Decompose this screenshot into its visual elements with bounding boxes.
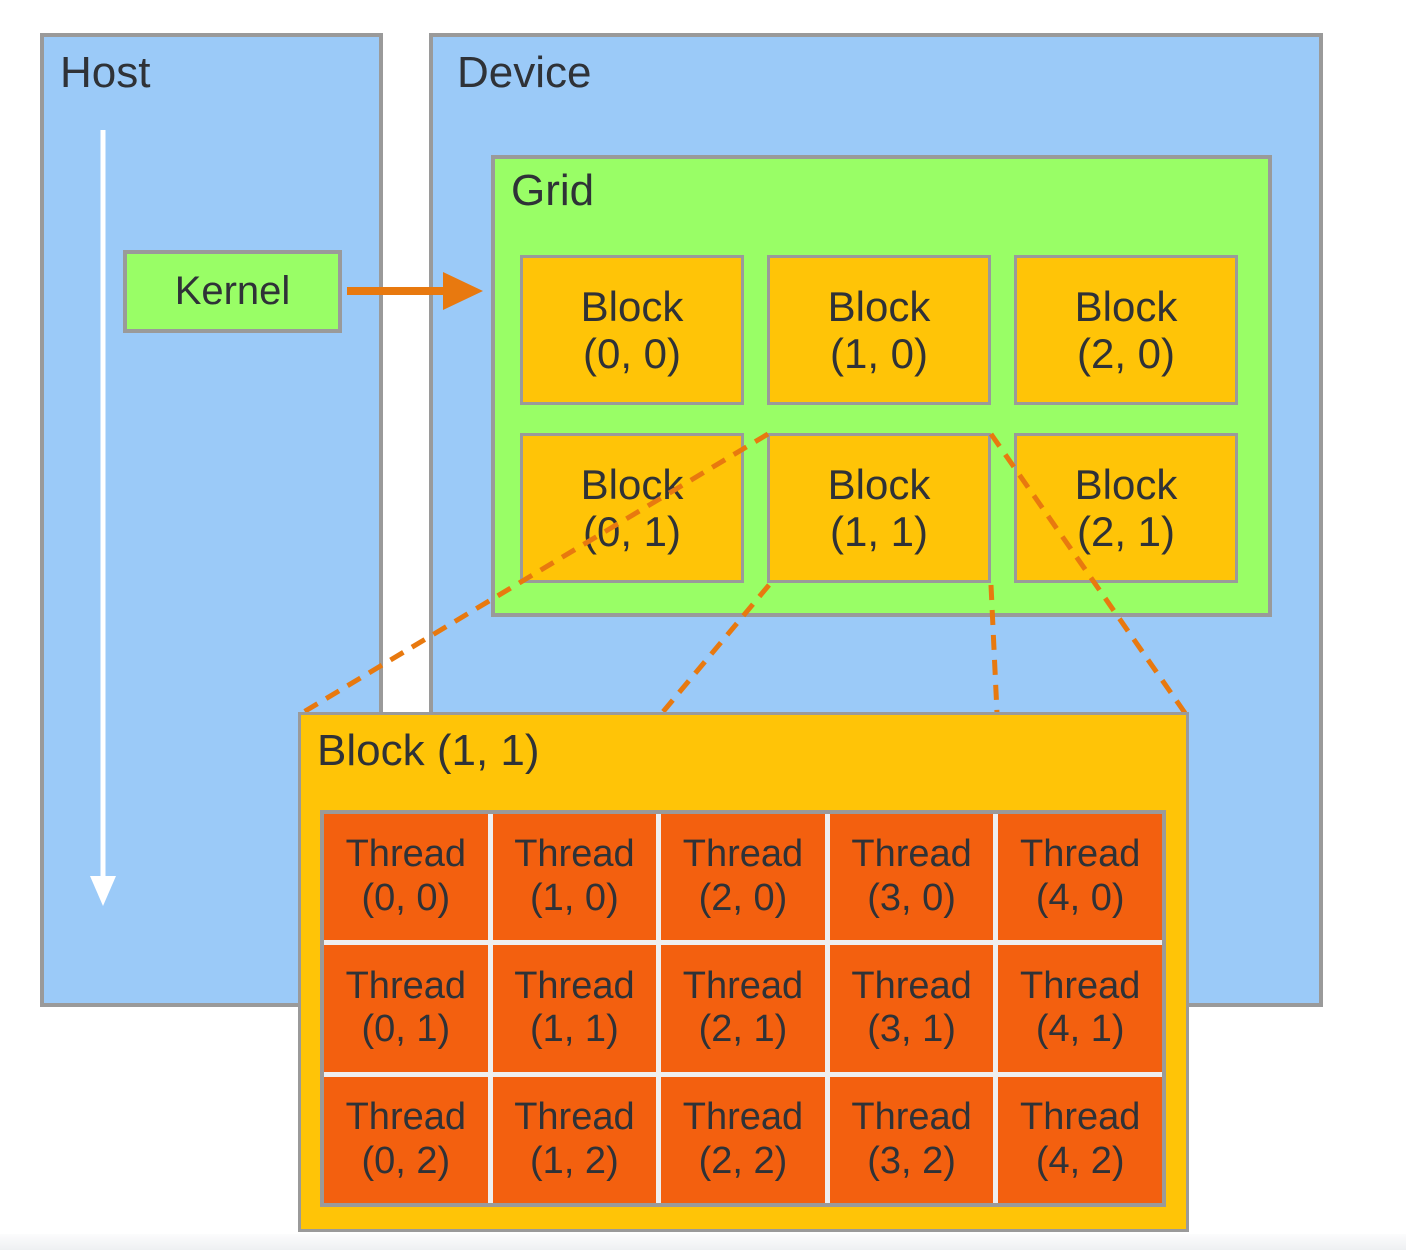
thread-cell-label: Thread [682,1096,804,1139]
thread-grid: Thread(0, 0)Thread(1, 0)Thread(2, 0)Thre… [320,810,1166,1207]
thread-cell-label: Thread [682,964,804,1007]
grid-block-cell-coord: (0, 1) [582,508,682,555]
grid-block-cell-label: Block [827,282,931,330]
grid-block-cell-label: Block [1074,460,1178,508]
thread-cell-coord: (3, 0) [867,877,956,920]
thread-cell: Thread(3, 0) [829,814,994,941]
thread-cell-coord: (4, 1) [1035,1008,1125,1051]
grid-block-cell: Block(1, 1) [767,433,991,583]
thread-cell: Thread(4, 2) [998,1076,1162,1203]
kernel-box: Kernel [123,250,342,333]
thread-cell-label: Thread [1019,833,1141,876]
grid-block-cell-coord: (2, 1) [1076,508,1176,555]
grid-block-cell-label: Block [827,460,931,508]
thread-cell: Thread(3, 2) [829,1076,994,1203]
thread-cell: Thread(4, 0) [998,814,1162,941]
thread-cell-label: Thread [851,964,972,1007]
thread-cell-coord: (0, 1) [361,1008,451,1051]
page-bottom-strip [0,1234,1406,1250]
thread-cell-coord: (2, 1) [698,1008,788,1051]
grid-block-cell-label: Block [580,282,684,330]
thread-cell: Thread(0, 2) [324,1076,488,1203]
thread-cell-label: Thread [345,1096,466,1139]
thread-cell-label: Thread [851,833,972,876]
thread-cell-label: Thread [514,833,635,876]
grid-block-cell: Block(0, 1) [520,433,744,583]
device-label: Device [457,48,592,97]
thread-cell: Thread(2, 2) [661,1076,825,1203]
thread-cell-coord: (4, 0) [1035,877,1125,920]
thread-cell: Thread(1, 2) [492,1076,657,1203]
grid-box: Grid Block(0, 0)Block(1, 0)Block(2, 0)Bl… [491,155,1272,617]
thread-cell-label: Thread [514,964,635,1007]
thread-cell: Thread(0, 1) [324,945,488,1072]
thread-cell-coord: (3, 1) [867,1008,956,1051]
thread-cell-label: Thread [1019,964,1141,1007]
grid-block-cell-coord: (0, 0) [582,330,682,377]
host-label: Host [60,48,151,97]
grid-block-cell: Block(0, 0) [520,255,744,405]
thread-cell: Thread(1, 0) [492,814,657,941]
thread-cell-label: Thread [345,833,466,876]
thread-cell-coord: (3, 2) [867,1139,956,1182]
thread-cell: Thread(4, 1) [998,945,1162,1072]
grid-block-cell-label: Block [1074,282,1178,330]
thread-cell-coord: (1, 0) [530,877,619,920]
thread-cell-coord: (1, 1) [530,1008,619,1051]
grid-label: Grid [511,166,595,215]
grid-block-cell-coord: (2, 0) [1076,330,1176,377]
thread-cell-coord: (1, 2) [530,1139,619,1182]
thread-cell-label: Thread [1019,1096,1141,1139]
kernel-label: Kernel [174,269,291,313]
thread-cell: Thread(2, 1) [661,945,825,1072]
thread-cell-coord: (0, 2) [361,1139,451,1182]
grid-block-cell: Block(2, 0) [1014,255,1238,405]
thread-cell: Thread(2, 0) [661,814,825,941]
thread-cell-label: Thread [514,1096,635,1139]
thread-cell-label: Thread [851,1096,972,1139]
thread-cell-coord: (2, 0) [698,877,788,920]
thread-cell: Thread(0, 0) [324,814,488,941]
thread-cell: Thread(3, 1) [829,945,994,1072]
thread-cell-coord: (0, 0) [361,877,451,920]
grid-blocks: Block(0, 0)Block(1, 0)Block(2, 0)Block(0… [520,255,1238,583]
thread-cell-label: Thread [682,833,804,876]
thread-cell: Thread(1, 1) [492,945,657,1072]
grid-block-cell: Block(1, 0) [767,255,991,405]
grid-block-cell-label: Block [580,460,684,508]
grid-block-cell-coord: (1, 0) [829,330,929,377]
thread-cell-coord: (4, 2) [1035,1139,1125,1182]
block-detail-title: Block (1, 1) [317,726,540,775]
grid-block-cell-coord: (1, 1) [829,508,929,555]
thread-cell-label: Thread [345,964,466,1007]
thread-cell-coord: (2, 2) [698,1139,788,1182]
grid-block-cell: Block(2, 1) [1014,433,1238,583]
block-detail-box: Block (1, 1) Thread(0, 0)Thread(1, 0)Thr… [298,712,1189,1232]
